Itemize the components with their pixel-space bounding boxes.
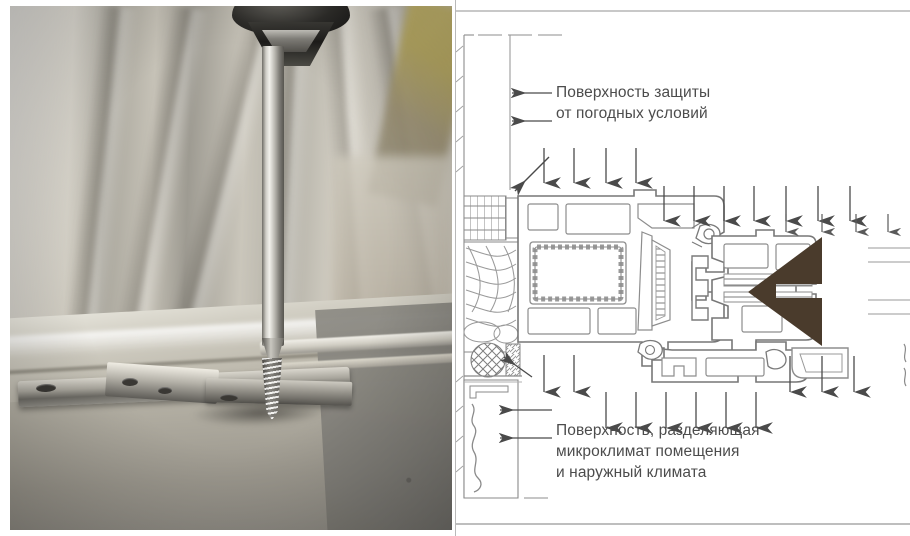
screwdriver-bit-shaft <box>262 46 284 346</box>
diagram-panel: Поверхность защиты от погодных условий П… <box>456 0 910 536</box>
climate-separation-label-line2: микроклимат помещения <box>556 443 740 460</box>
photo-vignette <box>10 6 452 530</box>
self-tapping-screw <box>262 358 282 420</box>
weather-protection-label-line1: Поверхность защиты <box>556 84 711 101</box>
weather-protection-label: Поверхность защиты от погодных условий <box>556 82 710 124</box>
climate-separation-label-line1: Поверхность, разделяющая <box>556 422 760 439</box>
climate-separation-label-line3: и наружный климата <box>556 464 707 481</box>
window-profile-cross-section <box>456 10 910 525</box>
photo-panel <box>0 0 452 536</box>
installation-photo <box>10 6 452 530</box>
panel-separator <box>455 0 456 536</box>
weather-protection-label-line2: от погодных условий <box>556 105 708 122</box>
climate-separation-label: Поверхность, разделяющая микроклимат пом… <box>556 420 760 483</box>
